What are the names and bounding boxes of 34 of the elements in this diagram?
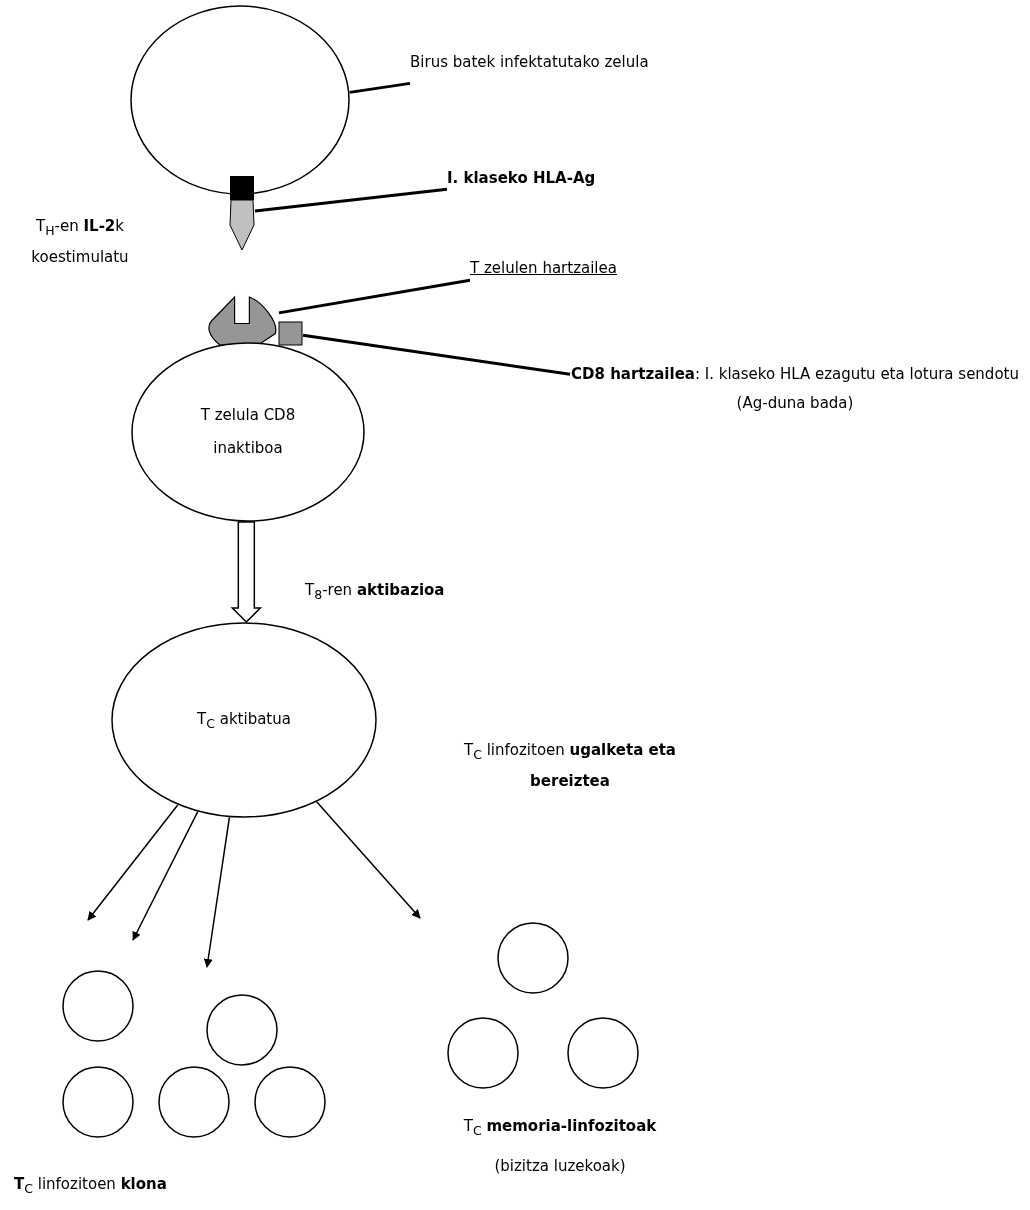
costimulation-label: T$_{H}$-en IL-2k koestimulatu (30, 216, 130, 268)
arrow (132, 811, 199, 941)
molecule-label: I. klaseko HLA-Ag (447, 164, 667, 193)
clone-label: T$_{C}$ linfozitoen klona (14, 1174, 168, 1198)
cd8-receptor (278, 321, 303, 346)
cell-label: T$_{C}$ aktibatua (196, 708, 292, 733)
hollow-arrow (230, 521, 263, 624)
leader-line (349, 81, 411, 94)
arrow (203, 816, 231, 968)
leader-line (302, 333, 571, 376)
memory-cells-label: T$_{C}$ memoria-linfozitoak (462, 1116, 658, 1140)
receptor-description: CD8 hartzailea: I. klaseko HLA ezagutu eta lotura sendotu (Ag-duna bada) (570, 360, 1020, 417)
cell-circle (497, 922, 569, 994)
receptor-label: T zelulen hartzailea (470, 254, 710, 283)
cell-circle (567, 1017, 639, 1089)
cell-circle (254, 1066, 326, 1138)
t-cell-receptor (205, 296, 279, 346)
cell-circle (62, 1066, 134, 1138)
leader-line (254, 187, 448, 213)
cell-circle (447, 1017, 519, 1089)
cell-caption: Birus batek infektatutako zelula (410, 48, 730, 77)
t-cell (131, 342, 365, 522)
cell-label: T zelula CD8 inaktiboa (199, 405, 297, 459)
cell-circle (62, 970, 134, 1042)
infected-cell (130, 5, 350, 195)
leader-line (278, 278, 471, 315)
lifespan-note: (bizitza luzekoak) (493, 1156, 627, 1177)
arrow (316, 801, 421, 919)
arrow (87, 804, 179, 921)
cell-circle (158, 1066, 230, 1138)
activated-t-cell (111, 622, 377, 818)
cell-circle (206, 994, 278, 1066)
hla-antigen-molecule (229, 175, 255, 251)
proliferation-label: T$_{C}$ linfozitoen ugalketa eta bereiztea (463, 740, 677, 792)
